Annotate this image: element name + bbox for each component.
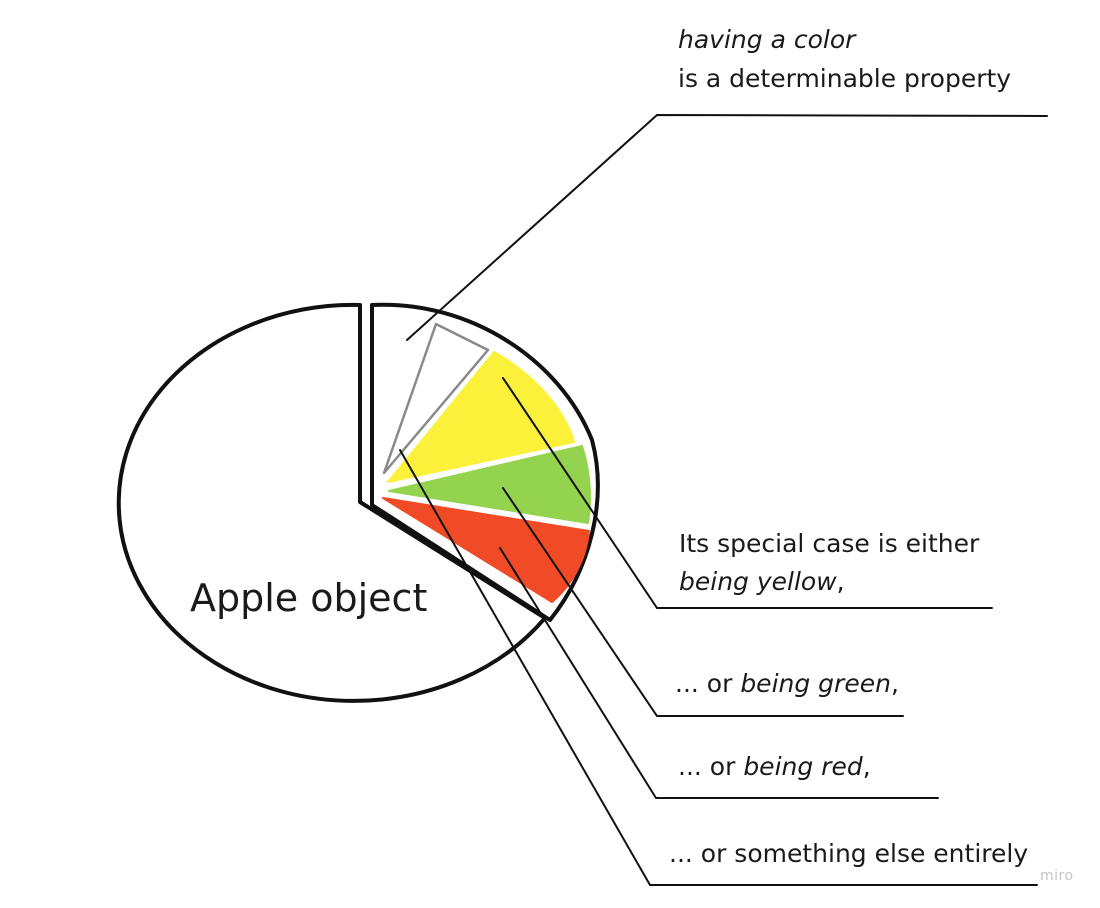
miro-watermark: miro	[1040, 868, 1074, 884]
yellow-slice	[387, 351, 575, 483]
leader-line-green	[502, 487, 904, 717]
green-annotation: ... or being green,	[675, 665, 899, 703]
green-slice	[388, 445, 591, 524]
red-prefix: ... or	[678, 752, 744, 781]
yellow-suffix: ,	[836, 567, 845, 596]
leader-line-red	[499, 547, 939, 799]
having-a-color-text: having a color	[678, 25, 856, 54]
leader-line-determinable	[406, 113, 1048, 341]
being-yellow-text: being yellow	[679, 567, 837, 596]
determinable-annotation-line2: is a determinable property	[678, 64, 1012, 93]
being-green-text: being green	[740, 669, 891, 698]
leader-line-else	[399, 449, 1038, 886]
yellow-annotation-line1: Its special case is either	[679, 529, 980, 558]
red-suffix: ,	[862, 752, 871, 781]
else-annotation: ... or something else entirely	[669, 839, 1029, 868]
leader-lines	[399, 113, 1048, 886]
red-slice	[382, 497, 590, 603]
determinable-annotation-line1: having a color	[678, 21, 855, 59]
apple-object-label: Apple object	[190, 576, 428, 620]
having-a-color-outline	[382, 322, 490, 475]
green-prefix: ... or	[675, 669, 741, 698]
apple-object-body	[116, 302, 547, 703]
being-red-text: being red	[743, 752, 863, 781]
leader-line-yellow	[502, 377, 993, 609]
yellow-annotation-line2: being yellow,	[679, 563, 845, 601]
green-suffix: ,	[890, 669, 899, 698]
red-annotation: ... or being red,	[678, 748, 871, 786]
